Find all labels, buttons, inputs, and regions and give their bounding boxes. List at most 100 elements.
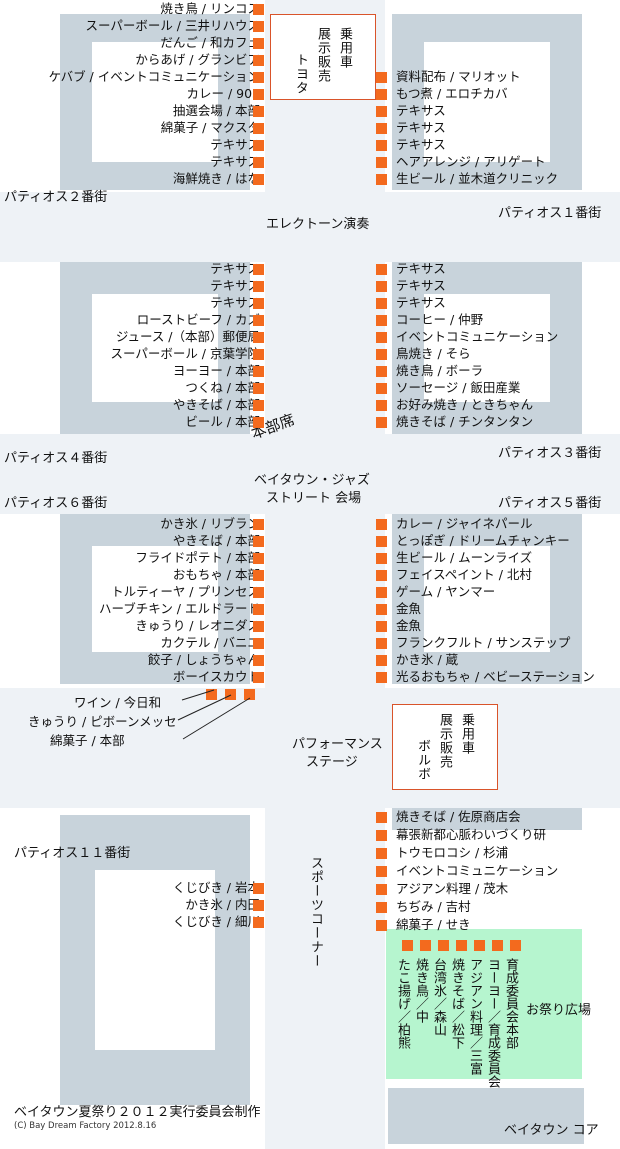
stall-top-right-2 bbox=[376, 89, 387, 100]
stall-low-right-4 bbox=[376, 570, 387, 581]
stall-low-left-3 bbox=[253, 553, 264, 564]
toyota-exhibit-line3: トヨタ bbox=[293, 53, 308, 95]
booth-bottom-right-5: アジアン料理 / 茂木 bbox=[396, 881, 509, 896]
stall-bottom-right-6 bbox=[376, 902, 387, 913]
booth-low-left-extra-2: きゅうり / ピボーンメッセ bbox=[28, 714, 177, 729]
stall-low-right-8 bbox=[376, 638, 387, 649]
booth-top-right-7: 生ビール / 並木道クリニック bbox=[396, 171, 559, 186]
booth-low-left-7: きゅうり / レオニダス bbox=[135, 618, 260, 633]
stall-low-left-7 bbox=[253, 621, 264, 632]
booth-low-left-6: ハーブチキン / エルドラード bbox=[98, 601, 260, 616]
booth-low-right-8: フランクフルト / サンステップ bbox=[396, 635, 571, 650]
stall-top-left-6 bbox=[253, 89, 264, 100]
stall-mid-left-1 bbox=[253, 264, 264, 275]
toyota-exhibit-line2: 展示販売 bbox=[315, 27, 330, 83]
booth-top-left-11: 海鮮焼き / はな bbox=[172, 171, 260, 186]
stall-low-right-6 bbox=[376, 604, 387, 615]
stall-mid-left-5 bbox=[253, 332, 264, 343]
booth-mid-right-4: コーヒー / 仲野 bbox=[396, 312, 484, 327]
stall-top-left-4 bbox=[253, 55, 264, 66]
stall-low-right-2 bbox=[376, 536, 387, 547]
stall-low-right-7 bbox=[376, 621, 387, 632]
stall-plaza-1 bbox=[402, 940, 413, 951]
booth-bottom-right-1: 焼きそば / 佐原商店会 bbox=[396, 809, 521, 824]
booth-top-left-9: テキサス bbox=[210, 137, 260, 152]
block-bottom-right-top bbox=[392, 808, 582, 830]
booth-low-right-7: 金魚 bbox=[396, 618, 422, 633]
booth-mid-left-3: テキサス bbox=[210, 295, 260, 310]
booth-top-right-4: テキサス bbox=[396, 120, 446, 135]
booth-top-left-5: ケバブ / イベントコミュニケーション bbox=[48, 69, 260, 84]
stall-mid-right-7 bbox=[376, 366, 387, 377]
booth-low-left-extra-3: 綿菓子 / 本部 bbox=[50, 733, 125, 748]
booth-mid-left-7: ヨーヨー / 本部 bbox=[172, 363, 260, 378]
stall-top-left-9 bbox=[253, 140, 264, 151]
stall-plaza-7 bbox=[510, 940, 521, 951]
street-label-patios-11: パティオス１１番街 bbox=[14, 846, 131, 861]
booth-mid-right-3: テキサス bbox=[396, 295, 446, 310]
plaza-booth-7: たこ揚げ／柏熊 bbox=[395, 958, 410, 1049]
booth-top-left-6: カレー / 903 bbox=[186, 86, 260, 101]
footer-credit: (C) Bay Dream Factory 2012.8.16 bbox=[14, 1121, 157, 1131]
footer-title: ベイタウン夏祭り２０１２実行委員会制作 bbox=[14, 1105, 261, 1120]
booth-bottom-right-3: トウモロコシ / 杉浦 bbox=[396, 845, 509, 860]
stall-low-left-extra-3 bbox=[244, 689, 255, 700]
booth-low-right-9: かき氷 / 蔵 bbox=[396, 652, 459, 667]
stall-mid-right-10 bbox=[376, 417, 387, 428]
booth-top-left-8: 綿菓子 / マクスタ bbox=[160, 120, 260, 135]
stall-plaza-2 bbox=[420, 940, 431, 951]
block-bayTown-core bbox=[388, 1088, 584, 1144]
stall-top-right-5 bbox=[376, 140, 387, 151]
booth-bottom-right-4: イベントコミュニケーション bbox=[396, 863, 559, 878]
stall-top-right-4 bbox=[376, 123, 387, 134]
volvo-exhibit-line1: 乗用車 bbox=[459, 713, 474, 755]
booth-top-left-7: 抽選会場 / 本部 bbox=[172, 103, 260, 118]
area-label-performance-line2: ステージ bbox=[306, 755, 358, 770]
stall-top-left-3 bbox=[253, 38, 264, 49]
stall-top-left-7 bbox=[253, 106, 264, 117]
stall-low-left-6 bbox=[253, 604, 264, 615]
booth-bottom-right-7: 綿菓子 / せき bbox=[396, 917, 471, 932]
street-label-patios-6: パティオス６番街 bbox=[4, 496, 108, 511]
booth-low-left-9: 餃子 / しょうちゃん bbox=[147, 652, 260, 667]
area-label-jazz-line2: ストリート 会場 bbox=[266, 491, 362, 506]
booth-top-right-1: 資料配布 / マリオット bbox=[396, 69, 521, 84]
booth-top-left-4: からあげ / グランビア bbox=[135, 52, 260, 67]
block-low-left bbox=[60, 514, 250, 684]
stall-mid-right-3 bbox=[376, 298, 387, 309]
stall-top-left-1 bbox=[253, 4, 264, 15]
plaza-booth-2: ヨーヨー／育成委員会 bbox=[485, 958, 500, 1088]
booth-low-right-10: 光るおもちゃ / ベビーステーション bbox=[396, 669, 595, 684]
booth-patios11-1: くじびき / 岩本 bbox=[172, 880, 260, 895]
booth-top-right-5: テキサス bbox=[396, 137, 446, 152]
booth-low-left-10: ボーイスカウト bbox=[172, 669, 260, 684]
stall-mid-left-2 bbox=[253, 281, 264, 292]
stall-bottom-right-5 bbox=[376, 884, 387, 895]
booth-bottom-right-6: ちぢみ / 吉村 bbox=[396, 899, 471, 914]
omatsuri-plaza bbox=[386, 929, 582, 1079]
stall-patios11-3 bbox=[253, 917, 264, 928]
volvo-exhibit-line3: ボルボ bbox=[415, 739, 430, 781]
stall-patios11-2 bbox=[253, 900, 264, 911]
stall-top-left-8 bbox=[253, 123, 264, 134]
toyota-exhibit: 乗用車 展示販売 トヨタ bbox=[270, 14, 376, 100]
booth-mid-left-4: ローストビーフ / カズ bbox=[136, 312, 260, 327]
booth-top-right-3: テキサス bbox=[396, 103, 446, 118]
area-label-jazz-line1: ベイタウン・ジャズ bbox=[254, 473, 370, 488]
stall-low-right-3 bbox=[376, 553, 387, 564]
stall-mid-left-8 bbox=[253, 383, 264, 394]
booth-low-left-extra-1: ワイン / 今日和 bbox=[74, 695, 162, 710]
stall-mid-left-9 bbox=[253, 400, 264, 411]
stall-low-left-2 bbox=[253, 536, 264, 547]
leader-line-watagashi bbox=[182, 697, 251, 740]
stall-plaza-5 bbox=[474, 940, 485, 951]
booth-top-left-3: だんご / 和カフェ bbox=[160, 35, 260, 50]
main-street-vertical bbox=[265, 0, 385, 1149]
volvo-exhibit: 乗用車 展示販売 ボルボ bbox=[392, 704, 498, 790]
stall-low-left-1 bbox=[253, 519, 264, 530]
area-label-omatsuri: お祭り広場 bbox=[526, 1003, 592, 1018]
stall-bottom-right-7 bbox=[376, 920, 387, 931]
stall-low-right-5 bbox=[376, 587, 387, 598]
stall-top-left-5 bbox=[253, 72, 264, 83]
